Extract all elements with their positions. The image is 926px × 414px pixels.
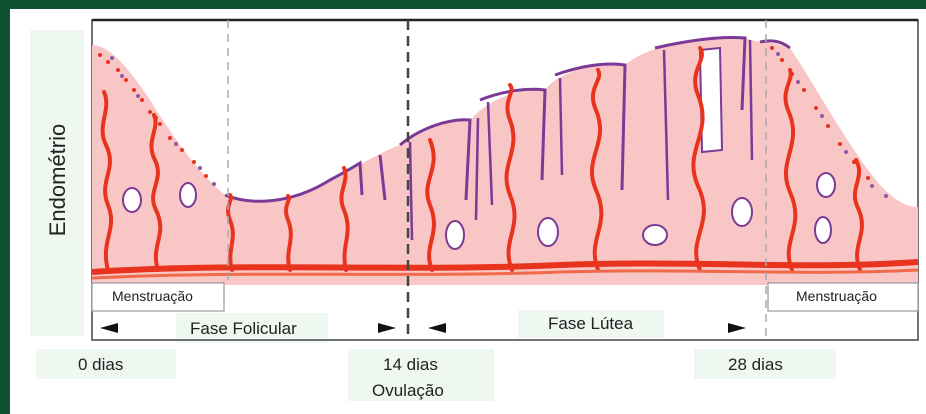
follicular-arrow-left (100, 323, 118, 333)
day14-label: 14 dias (383, 355, 438, 375)
follicular-phase-label: Fase Folicular (190, 319, 297, 339)
menstruation-label-right: Menstruação (796, 288, 877, 304)
y-axis-label: Endométrio (45, 124, 71, 237)
day0-label: 0 dias (78, 355, 123, 375)
ovulation-label: Ovulação (372, 381, 444, 401)
luteal-phase-label: Fase Lútea (548, 314, 633, 334)
day28-label: 28 dias (728, 355, 783, 375)
luteal-arrow-left (428, 323, 446, 333)
endometrium-tissue (92, 38, 918, 285)
follicular-arrow-right (378, 323, 396, 333)
menstruation-label-left: Menstruação (112, 288, 193, 304)
luteal-arrow-right (728, 323, 746, 333)
